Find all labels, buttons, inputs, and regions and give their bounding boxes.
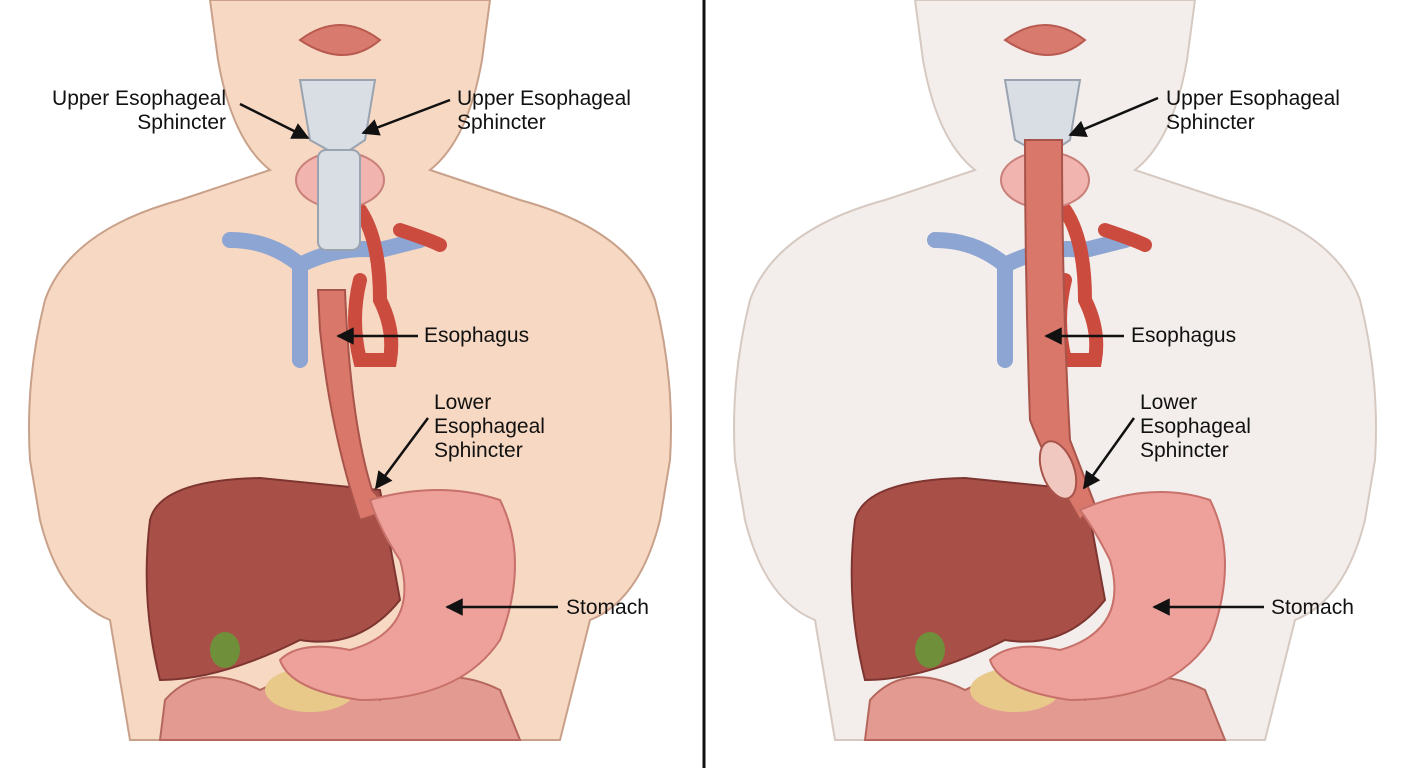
right-esophagus-label: Esophagus bbox=[1131, 324, 1237, 347]
left-liver bbox=[145, 476, 402, 682]
right-mouth bbox=[1003, 24, 1087, 56]
left-ues-right-label: Upper Esophageal Sphincter bbox=[457, 87, 631, 134]
left-panel bbox=[28, 0, 672, 741]
left-artery bbox=[348, 203, 447, 367]
right-les-arrow bbox=[1082, 417, 1136, 490]
left-trachea-rings bbox=[317, 149, 361, 251]
left-ues-right-arrow bbox=[361, 98, 451, 136]
left-ues-left-label: Upper Esophageal Sphincter bbox=[52, 87, 226, 134]
right-ues-label: Upper Esophageal Sphincter bbox=[1166, 87, 1340, 134]
left-stomach bbox=[278, 489, 516, 702]
right-liver bbox=[850, 476, 1107, 682]
right-les-opening bbox=[1038, 440, 1078, 500]
left-leaders bbox=[239, 98, 558, 616]
left-les-label: Lower Esophageal Sphincter bbox=[434, 391, 545, 462]
left-trachea bbox=[298, 79, 377, 151]
right-panel bbox=[733, 0, 1377, 741]
right-stomach bbox=[988, 491, 1226, 702]
right-leaders bbox=[1044, 96, 1264, 616]
right-gallbladder bbox=[915, 632, 945, 668]
left-esophagus-label: Esophagus bbox=[424, 324, 530, 347]
left-gallbladder bbox=[210, 632, 240, 668]
left-les-arrow bbox=[374, 417, 430, 490]
right-stomach-label: Stomach bbox=[1271, 596, 1354, 619]
right-ues-arrow bbox=[1068, 96, 1159, 137]
left-ues-left-arrow bbox=[239, 102, 310, 140]
right-les-label: Lower Esophageal Sphincter bbox=[1140, 391, 1251, 462]
left-mouth bbox=[298, 24, 382, 56]
left-stomach-label: Stomach bbox=[566, 596, 649, 619]
